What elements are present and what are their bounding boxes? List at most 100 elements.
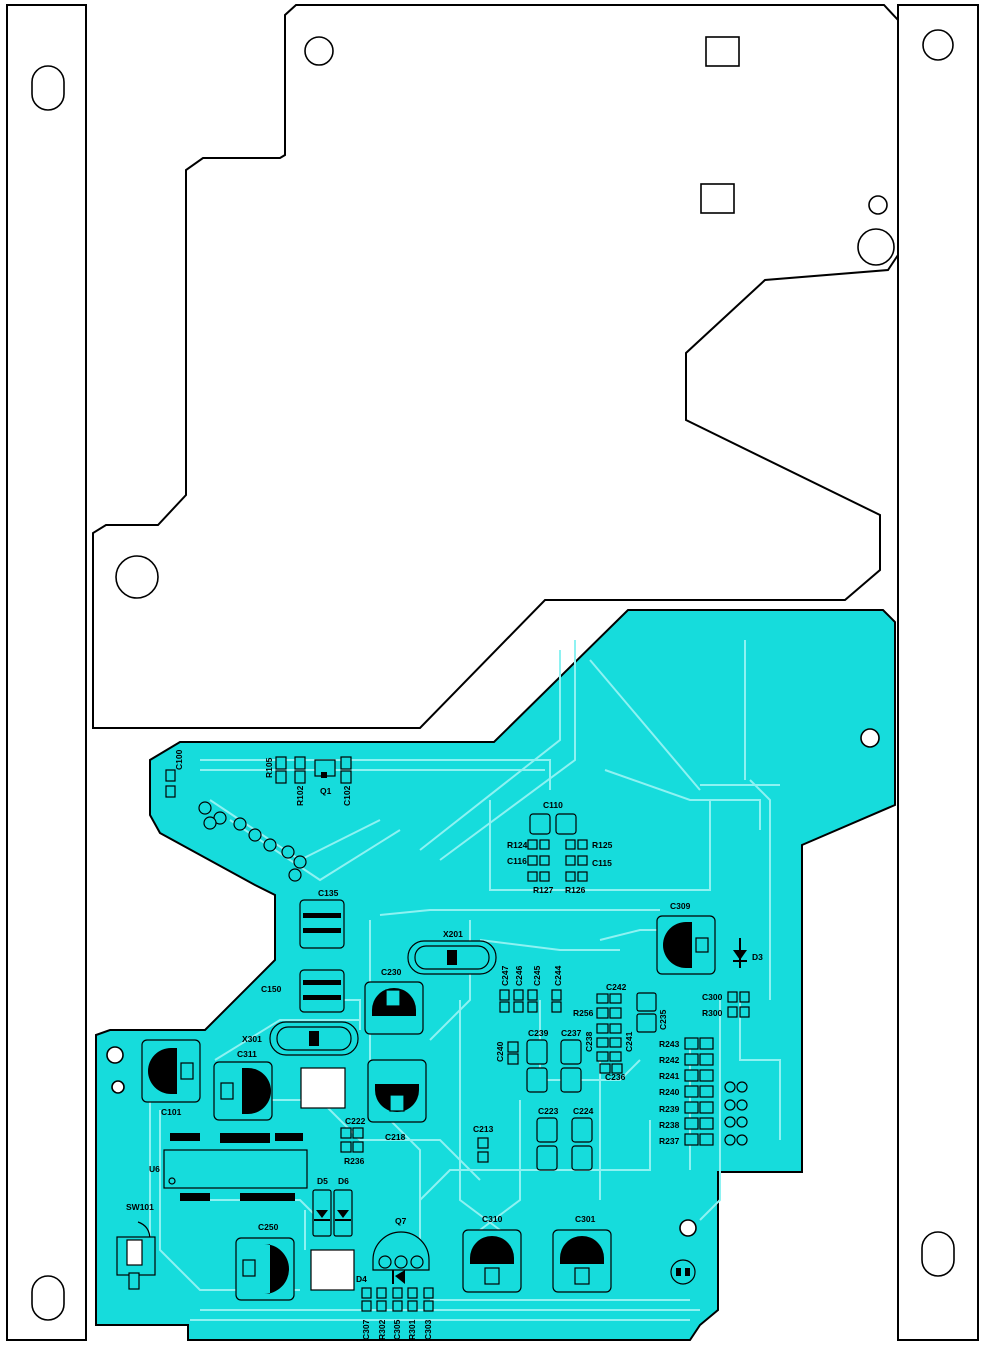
label-c245: C245: [532, 965, 542, 986]
square-pad-bottom: [310, 1249, 355, 1291]
diode-d4: [392, 1270, 405, 1284]
component-q1: [314, 759, 336, 778]
circuit-traces: [149, 640, 781, 1321]
capacitor-c239: [526, 1039, 548, 1093]
label-d6: D6: [338, 1176, 349, 1186]
component-c213: [477, 1137, 489, 1163]
left-rail-slot-top: [31, 65, 65, 111]
component-r256: [596, 1007, 622, 1019]
capacitor-c309: [656, 915, 716, 975]
pcb-hole-left-a: [106, 1046, 124, 1064]
label-c307: C307: [361, 1319, 371, 1340]
pcb-hole-left-b: [111, 1080, 125, 1094]
label-r125: R125: [592, 840, 613, 850]
label-c235: C235: [658, 1009, 668, 1030]
label-c115: C115: [592, 858, 612, 868]
label-c230: C230: [381, 967, 402, 977]
label-c246: C246: [514, 965, 524, 986]
label-r241: R241: [659, 1071, 680, 1081]
label-r242: R242: [659, 1055, 680, 1065]
label-c110: C110: [543, 800, 563, 810]
small-hole: [868, 195, 888, 215]
label-sw101: SW101: [126, 1202, 154, 1212]
label-x301: X301: [242, 1034, 262, 1044]
label-r124: R124: [507, 840, 528, 850]
label-d4: D4: [356, 1274, 367, 1284]
label-r126: R126: [565, 885, 586, 895]
mount-hole-right: [857, 228, 895, 266]
label-c239: C239: [528, 1028, 549, 1038]
label-c100: C100: [174, 749, 184, 770]
square-pad-mid: [700, 183, 735, 214]
label-r301: R301: [407, 1319, 417, 1340]
component-c110: [529, 813, 577, 835]
component-c222-r236: [340, 1127, 364, 1153]
logo-mark: [670, 1259, 696, 1285]
label-c213: C213: [473, 1124, 494, 1134]
label-c116: C116: [507, 856, 527, 866]
square-pad-center: [300, 1067, 346, 1109]
label-c310: C310: [482, 1214, 503, 1224]
label-c309: C309: [670, 901, 691, 911]
pcb-hole-right: [860, 728, 880, 748]
label-r256: R256: [573, 1008, 594, 1018]
label-c102: C102: [342, 785, 352, 806]
component-row-c307-c303: [361, 1287, 434, 1312]
label-c224: C224: [573, 1106, 594, 1116]
component-c235: [636, 992, 657, 1033]
left-rail-slot-bottom: [31, 1275, 65, 1321]
switch-sw101: [116, 1221, 156, 1290]
label-c300: C300: [702, 992, 723, 1002]
right-rail: [897, 4, 979, 1341]
label-d3: D3: [752, 952, 763, 962]
right-rail-slot-bottom: [921, 1231, 955, 1277]
capacitor-c218: [367, 1059, 427, 1123]
label-c238: C238: [584, 1031, 594, 1052]
capacitor-c230: [364, 981, 424, 1035]
label-c240: C240: [495, 1041, 505, 1062]
upper-board-outline: [92, 4, 899, 729]
capacitor-c237: [560, 1039, 582, 1093]
component-c242: [596, 993, 622, 1004]
label-c218: C218: [385, 1132, 406, 1142]
capacitor-c301: [552, 1229, 612, 1293]
label-c244: C244: [553, 965, 563, 986]
label-c250: C250: [258, 1222, 279, 1232]
mount-hole-left: [115, 555, 159, 599]
label-c305: C305: [392, 1319, 402, 1340]
capacitor-c135: [299, 899, 345, 949]
label-c135: C135: [318, 888, 339, 898]
resistor-ladder-r243-r237: [684, 1037, 714, 1146]
label-q7: Q7: [395, 1216, 407, 1226]
square-pad-top: [705, 36, 740, 67]
capacitor-c101: [141, 1039, 201, 1103]
transistor-q7: [372, 1231, 430, 1271]
left-rail: [6, 4, 87, 1341]
diodes-d5-d6: [312, 1189, 353, 1237]
label-c236: C236: [605, 1072, 626, 1082]
label-r302: R302: [377, 1319, 387, 1340]
capacitor-c310: [462, 1229, 522, 1293]
label-c241: C241: [624, 1031, 634, 1052]
label-r300: R300: [702, 1008, 723, 1018]
label-c242: C242: [606, 982, 627, 992]
via-dots: [198, 801, 748, 1146]
crystal-x201: [407, 940, 497, 975]
label-r127: R127: [533, 885, 554, 895]
label-c247: C247: [500, 965, 510, 986]
resistor-array-r124-r127: [527, 839, 588, 882]
right-rail-hole-top: [922, 29, 954, 61]
label-c301: C301: [575, 1214, 596, 1224]
crystal-x301: [269, 1021, 359, 1056]
mount-hole-top: [304, 36, 334, 66]
capacitor-row-c247-c244: [499, 989, 562, 1013]
capacitor-c224: [571, 1117, 593, 1171]
label-c223: C223: [538, 1106, 559, 1116]
label-r240: R240: [659, 1087, 680, 1097]
capacitor-c223: [536, 1117, 558, 1171]
label-r237: R237: [659, 1136, 680, 1146]
label-r102: R102: [295, 785, 305, 806]
label-r105: R105: [264, 757, 274, 778]
component-c100: [165, 769, 176, 798]
